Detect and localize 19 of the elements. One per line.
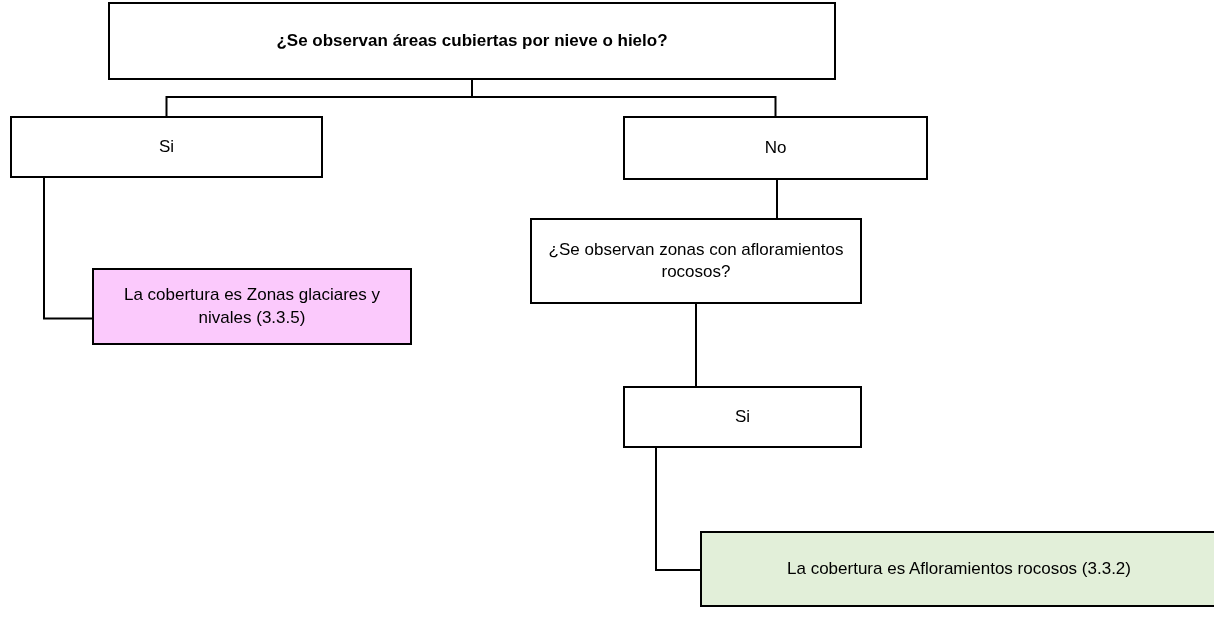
answer-box	[623, 116, 928, 180]
connector-line	[471, 79, 777, 117]
result-box	[700, 531, 1214, 607]
box-text: No	[764, 136, 787, 159]
answer-box	[623, 386, 862, 448]
question-box	[530, 218, 862, 304]
box-text: ¿Se observan zonas con afloramientos rocosos?	[547, 238, 845, 283]
connector-line	[776, 179, 778, 219]
box-text: La cobertura es Zonas glaciares y nivales (3.3.5)	[122, 284, 382, 329]
connector-line	[695, 303, 697, 387]
question-box	[108, 2, 836, 80]
box-text: Si	[158, 135, 175, 158]
connector-line	[655, 447, 701, 571]
box-text: La cobertura es Afloramientos rocosos (3.3.2)	[787, 557, 1131, 580]
result-box	[92, 268, 412, 345]
connector-line	[43, 177, 93, 320]
box-text: Si	[734, 405, 751, 428]
box-text: ¿Se observan áreas cubiertas por nieve o hielo?	[276, 29, 668, 52]
answer-box	[10, 116, 323, 178]
